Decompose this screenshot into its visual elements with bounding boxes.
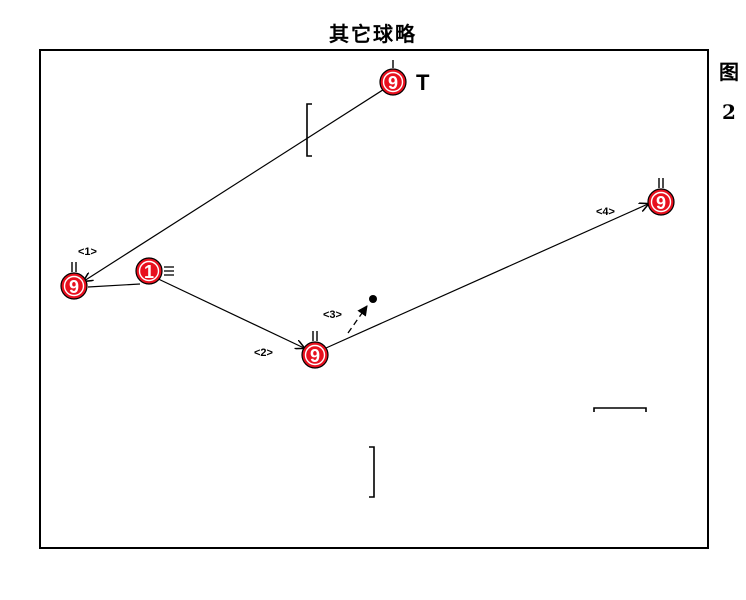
diagram-title: 其它球略 (329, 22, 417, 46)
path-step-4 (325, 204, 648, 349)
path-step-1 (84, 85, 390, 281)
player-left-number: 9 (69, 277, 79, 297)
player-top-marker: T (416, 70, 430, 95)
figure-label: 图 2 (716, 52, 742, 132)
ball-dot (369, 295, 377, 303)
player-top: 9 T (379, 60, 430, 96)
figure-number: 2 (722, 100, 736, 124)
player-mid: 9 (301, 331, 329, 369)
step-label-2: <2> (254, 347, 273, 359)
bracket-right (593, 407, 647, 412)
player-right: 9 (647, 178, 675, 216)
path-step-3 (347, 305, 368, 334)
bracket-bottom (369, 446, 375, 498)
path-step-2 (151, 275, 304, 348)
figure-char: 图 (719, 60, 739, 84)
step-label-4: <4> (596, 206, 615, 218)
player-left: 9 (60, 262, 88, 300)
player-setter: 1 (135, 257, 174, 285)
court-border (39, 49, 709, 549)
bracket-top (306, 103, 312, 157)
path-setter-link (87, 283, 141, 288)
player-mid-number: 9 (310, 346, 320, 366)
player-right-number: 9 (656, 193, 666, 213)
step-label-3: <3> (323, 309, 342, 321)
step-label-1: <1> (78, 246, 97, 258)
player-setter-number: 1 (144, 262, 154, 282)
player-top-number: 9 (388, 73, 398, 93)
